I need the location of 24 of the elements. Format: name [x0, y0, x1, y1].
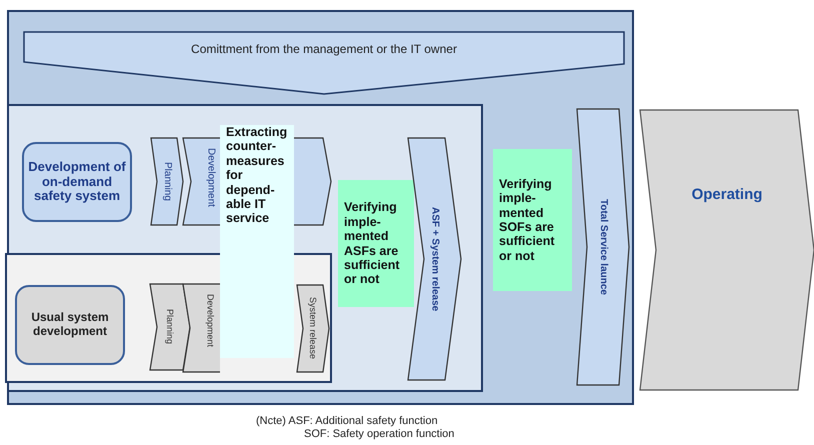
check-box	[338, 180, 414, 307]
node-label: Verifying imple-mented ASFs are sufficient or not	[344, 200, 401, 287]
process-box	[15, 285, 125, 365]
footnote: SOF: Safety operation function	[304, 428, 454, 440]
check-box	[493, 149, 572, 291]
stage-tail	[294, 138, 331, 225]
node-label: Development	[205, 294, 216, 348]
process-box	[22, 142, 132, 222]
node-label: Verifying imple-mented SOFs are sufficient or not	[499, 176, 556, 264]
node-label: Comittment from the management or the IT owner	[191, 43, 457, 57]
footnote: (Ncte) ASF: Additional safety function	[256, 415, 438, 427]
node-label: Development	[205, 148, 216, 207]
node-label: Planning	[164, 309, 176, 345]
node-label: Usual system development	[30, 311, 110, 339]
node-label: Total Service launce	[597, 199, 609, 295]
node-label: Planning	[161, 162, 173, 201]
node-label: System release	[308, 297, 318, 360]
node-label: Operating	[692, 186, 762, 204]
outer-panel	[7, 10, 634, 405]
node-label: Extracting counter-measures for depend-able IT service	[226, 125, 288, 226]
note-overlay	[220, 125, 294, 358]
node-label: ASF + System release	[428, 206, 440, 312]
safety-panel	[7, 104, 483, 392]
node-label: Development of on-demand safety system	[27, 160, 127, 204]
